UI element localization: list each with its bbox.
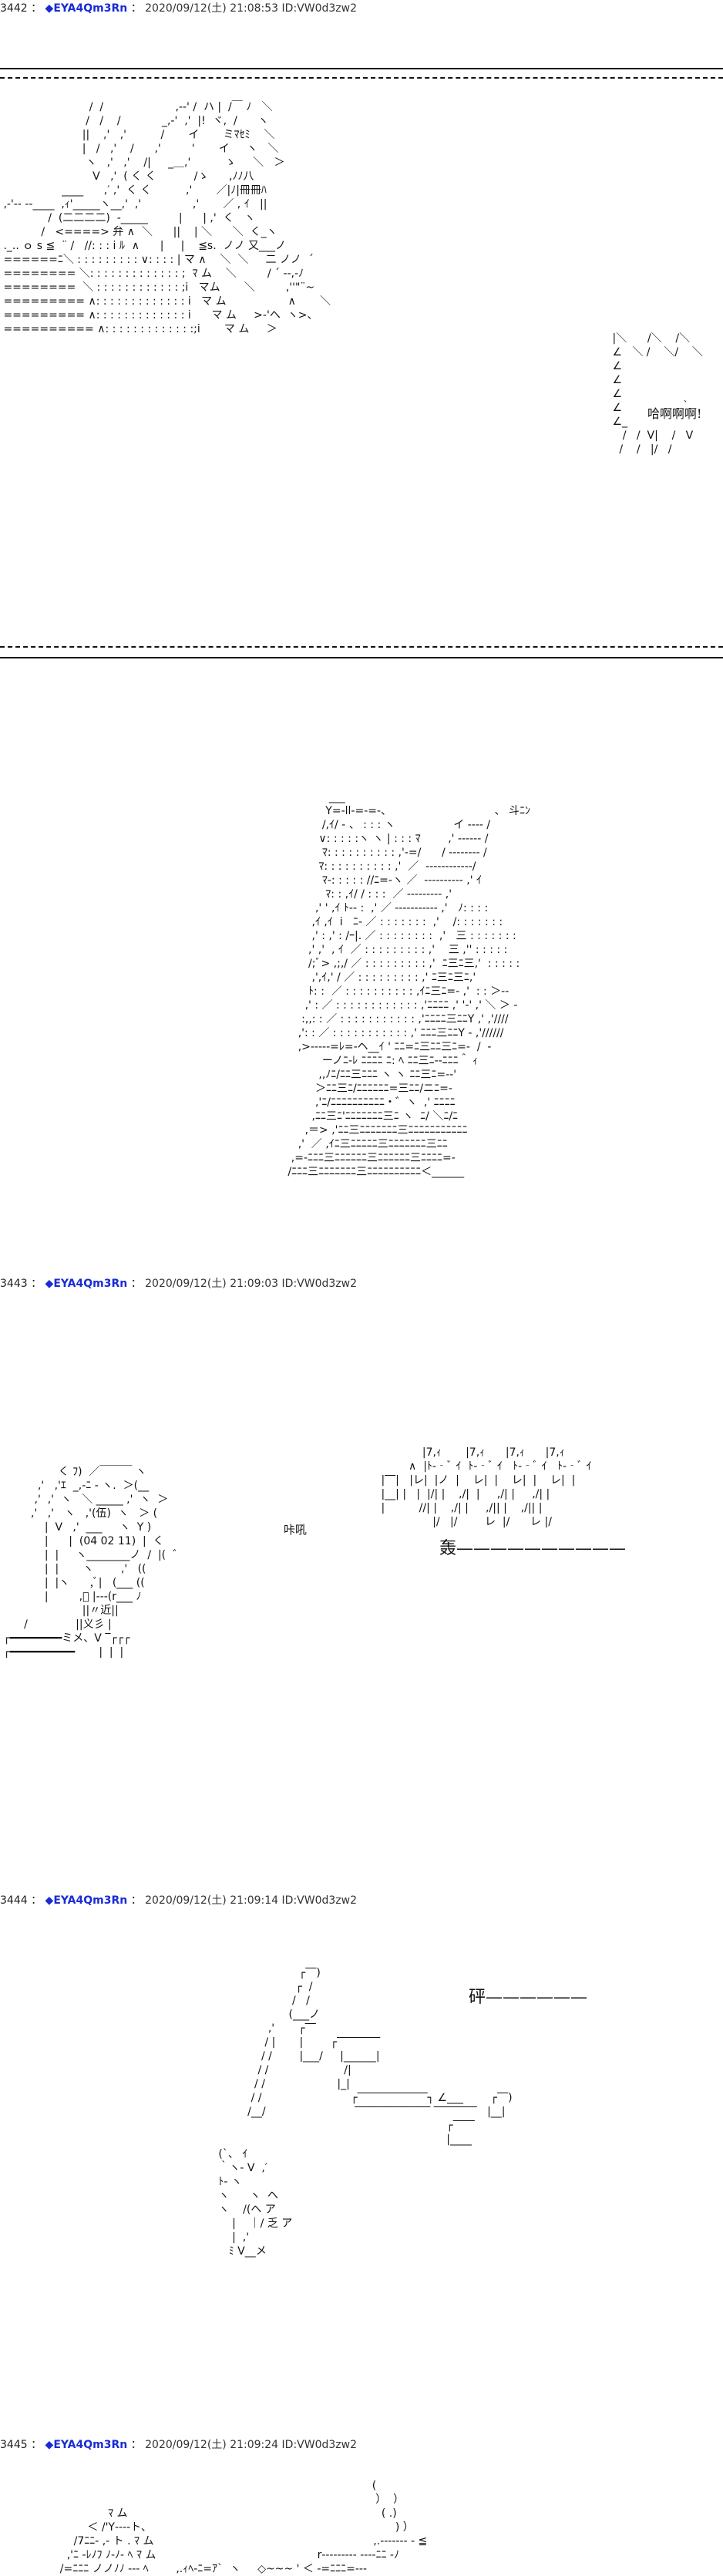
poster-id: ID:VW0d3zw2 (281, 1894, 357, 1907)
post-date: 2020/09/12(土) 21:08:53 (145, 2, 279, 15)
post-header-3445: 3445 ： ◆EYA4Qm3Rn ： 2020/09/12(土) 21:09:… (0, 2438, 357, 2452)
poster-name[interactable]: ◆EYA4Qm3Rn (45, 2439, 128, 2451)
poster-name[interactable]: ◆EYA4Qm3Rn (45, 1894, 128, 1907)
sfx-shout: 哈啊啊啊! (647, 406, 702, 421)
ascii-art-shout-bubble: |＼ /＼ /＼ ∠ ＼ / ＼/ ＼ ∠ ∠ ∠ ∠ ｀ ∠_ / / V| … (612, 332, 703, 456)
ascii-art-impact-lines: |7,ｨ |7,ｨ |7,ｨ |7,ｨ ∧ |ﾄ-‐ﾞ ｲ ﾄ-‐ﾞ ｲ ﾄ-‐… (381, 1446, 592, 1528)
sfx-boom: 轰—————————— (439, 1539, 627, 1558)
sfx-roar: 咔吼 (284, 1523, 308, 1537)
post-number: 3445 (0, 2439, 28, 2451)
post-date: 2020/09/12(土) 21:09:14 (145, 1894, 279, 1907)
panel-border-top-inner (0, 77, 723, 79)
ascii-art-panel-2: ___ Y=-ll-=-=-、 、 斗ﾆﾝ /,ｲ/ ‐ 、 : : : ヽ イ… (288, 791, 530, 1178)
post-separator: ： (31, 1278, 42, 1290)
ascii-art-debris: ┌‾‾) ┌ / / / (___ノ ,' ┌‾‾ / | | ┌‾‾‾‾‾‾‾… (247, 1967, 513, 2146)
poster-name[interactable]: ◆EYA4Qm3Rn (45, 2, 128, 15)
post-separator: ： (31, 1894, 42, 1907)
poster-id: ID:VW0d3zw2 (281, 2, 357, 15)
poster-id: ID:VW0d3zw2 (281, 2439, 357, 2451)
panel-border-top (0, 68, 723, 69)
sfx-bang: 砰—————— (469, 1988, 588, 2007)
poster-id: ID:VW0d3zw2 (281, 1278, 357, 1290)
post-header-3442: 3442 ： ◆EYA4Qm3Rn ： 2020/09/12(土) 21:08:… (0, 2, 357, 15)
post-separator: ： (31, 2439, 42, 2451)
post-separator: ： (130, 2, 142, 15)
post-number: 3443 (0, 1278, 28, 1290)
ascii-art-panel-1: / / ,-‐' / ハ | /￣ ﾉ ＼ / / / _,-' ,' |! ヾ… (0, 100, 723, 2575)
panel-border-bottom-inner (0, 646, 723, 648)
post-separator: ： (130, 1894, 142, 1907)
post-separator: ： (31, 2, 42, 15)
ascii-art-panel-3: く ﾌ) ／￣￣￣ ヽ ,' ,'ｴ _,-ﾆ ‐ ヽ. ＞(__ ,' ,' … (3, 1466, 184, 1658)
post-number: 3442 (0, 2, 28, 15)
poster-name[interactable]: ◆EYA4Qm3Rn (45, 1278, 128, 1290)
post-separator: ： (130, 1278, 142, 1290)
post-number: 3444 (0, 1894, 28, 1907)
post-date: 2020/09/12(土) 21:09:03 (145, 1278, 279, 1290)
post-header-3444: 3444 ： ◆EYA4Qm3Rn ： 2020/09/12(土) 21:09:… (0, 1894, 357, 1908)
panel-border-bottom (0, 657, 723, 658)
ascii-art-small-figure: (`、 ｲ ｀ヽ- V ,′ ﾄ- ヽ ヽ ヽ ヘ ヽ /(ヘ ア | ｜/ 乏… (218, 2148, 293, 2258)
post-header-3443: 3443 ： ◆EYA4Qm3Rn ： 2020/09/12(土) 21:09:… (0, 1277, 357, 1291)
post-separator: ： (130, 2439, 142, 2451)
ascii-art-panel-5: ( ） ） ﾏ ム ( (59, 2480, 428, 2575)
post-date: 2020/09/12(土) 21:09:24 (145, 2439, 279, 2451)
